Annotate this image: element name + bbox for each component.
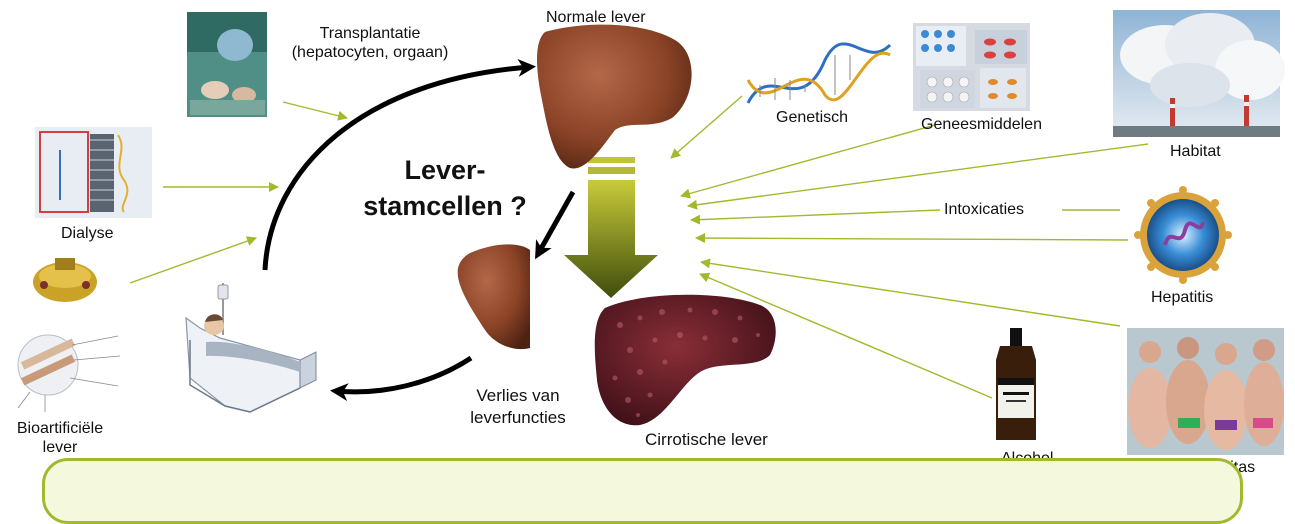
label-verlies-line1: Verlies van (443, 385, 593, 407)
connector-bioartificiele (130, 238, 256, 283)
arrow-liver-loss (538, 192, 573, 254)
label-transplantatie-line2: (hepatocyten, orgaan) (270, 43, 470, 62)
title-leverstamcellen: Lever- stamcellen ? (355, 152, 535, 224)
dialysis-diagram (35, 127, 152, 218)
label-transplantatie-line1: Transplantatie (270, 24, 470, 43)
cirrhotic-liver-image (595, 295, 776, 425)
label-dialyse: Dialyse (61, 224, 113, 243)
damaged-liver-image (458, 244, 530, 349)
label-verlies-line2: leverfuncties (443, 407, 593, 429)
label-transplantatie: Transplantatie (hepatocyten, orgaan) (270, 24, 470, 62)
label-cirrotische-lever: Cirrotische lever (645, 430, 768, 449)
obesity-photo (1127, 328, 1284, 455)
big-transition-arrow (564, 157, 658, 298)
medication-pills-image (913, 23, 1030, 111)
bioartificial-device-image (33, 258, 97, 302)
label-bioartificiele: Bioartificiële lever (10, 419, 110, 457)
connector-transplantatie (283, 102, 347, 118)
normal-liver-image (537, 25, 692, 169)
dna-helix-image (748, 44, 890, 103)
industrial-smoke-image (1113, 10, 1285, 137)
title-leverstamcellen-line1: Lever- (355, 152, 535, 188)
bottom-info-box (42, 458, 1243, 524)
label-bioartificiele-line1: Bioartificiële (10, 419, 110, 438)
label-bioartificiele-line2: lever (10, 438, 110, 457)
bioartificial-schematic (18, 335, 120, 412)
hepatitis-virus-image (1134, 186, 1232, 284)
label-geneesmiddelen: Geneesmiddelen (921, 115, 1042, 134)
label-hepatitis: Hepatitis (1151, 288, 1213, 307)
connector-hepatitis (696, 238, 1128, 240)
label-genetisch: Genetisch (776, 108, 848, 127)
label-habitat: Habitat (1170, 142, 1221, 161)
connector-geneesmiddelen (681, 125, 935, 196)
patient-in-bed-illustration (186, 283, 316, 412)
label-normale-lever: Normale lever (546, 8, 646, 27)
label-intoxicaties: Intoxicaties (944, 200, 1024, 219)
label-verlies-leverfuncties: Verlies van leverfuncties (443, 385, 593, 429)
title-leverstamcellen-line2: stamcellen ? (355, 188, 535, 224)
surgery-photo (187, 12, 267, 117)
diagram-canvas (0, 0, 1295, 478)
whiskey-bottle-image (996, 328, 1036, 440)
connector-intoxicaties-left (691, 210, 940, 220)
